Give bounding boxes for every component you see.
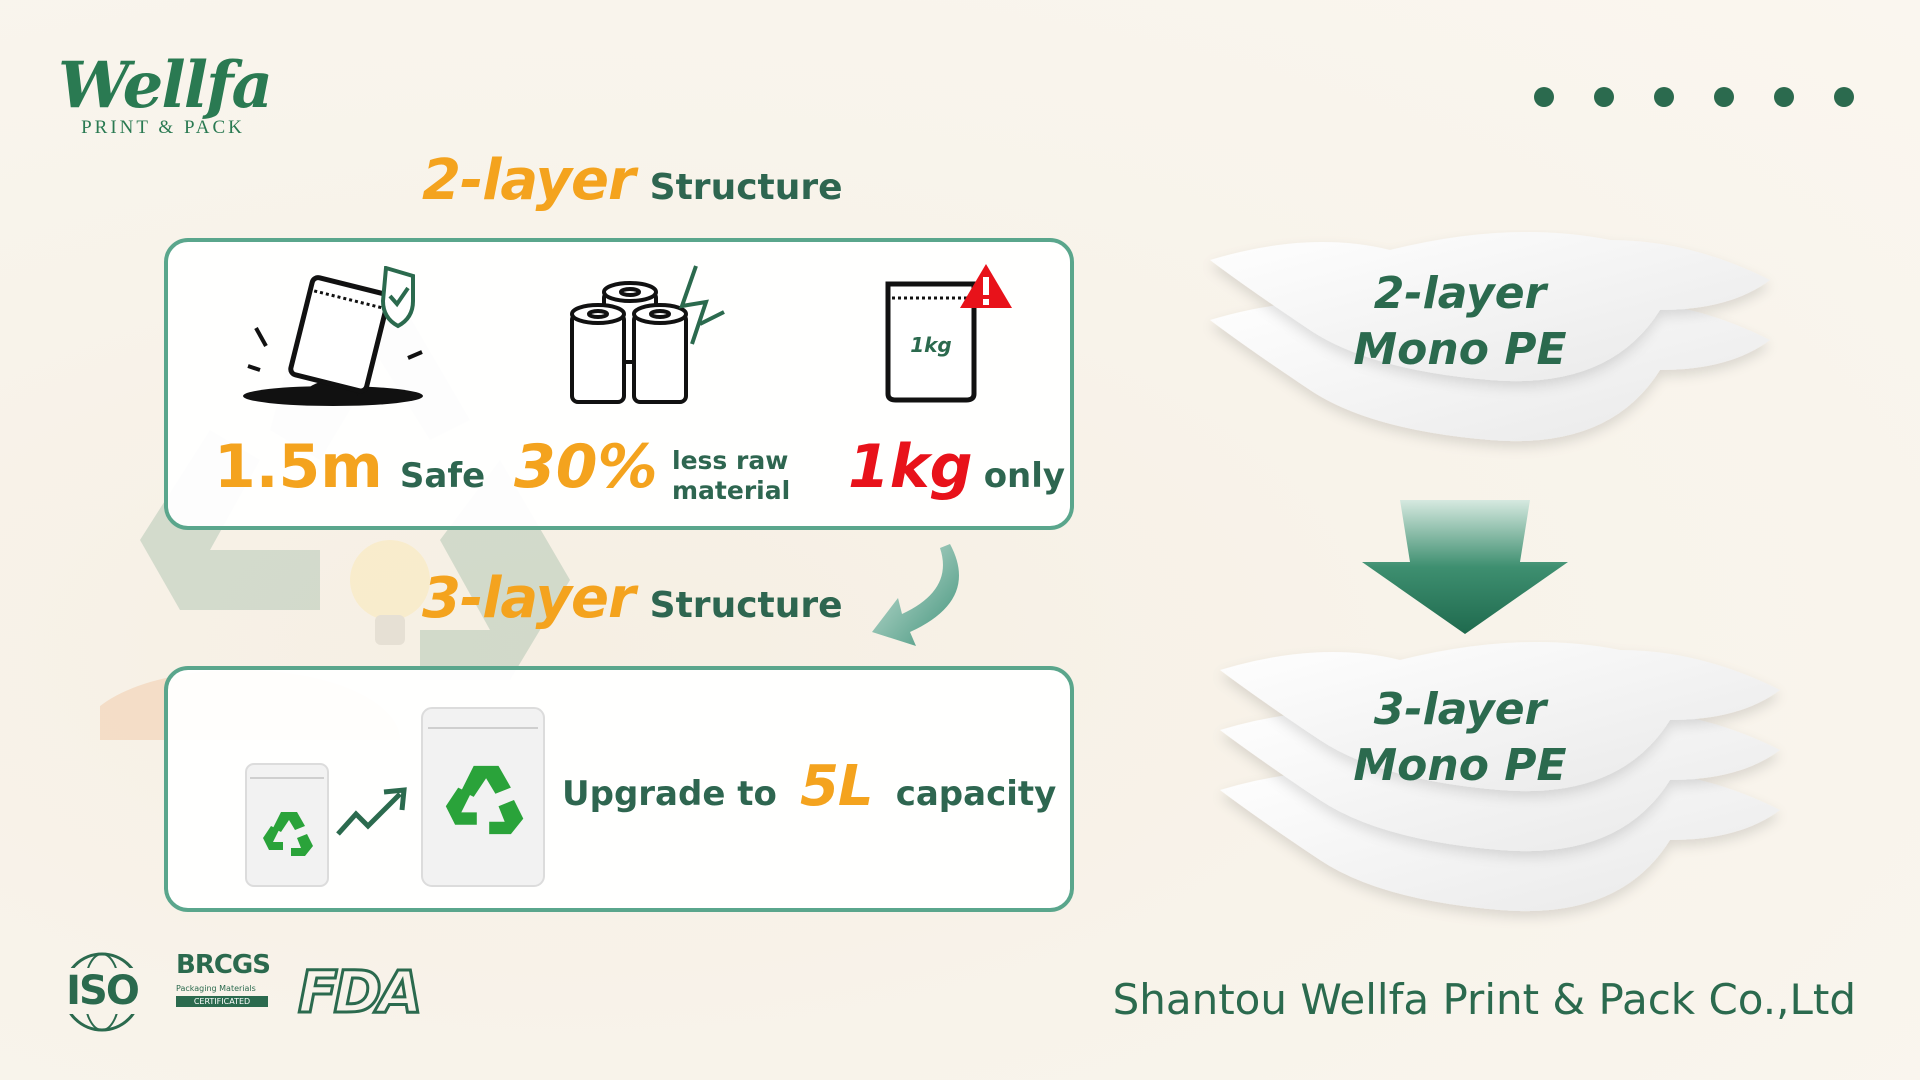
three-layer-panel: Upgrade to 5L capacity	[164, 666, 1074, 912]
three-layer-sheet-graphic	[1220, 642, 1780, 912]
stat-material-label: less raw material	[672, 446, 790, 506]
pagination-dot[interactable]	[1834, 87, 1854, 107]
brcgs-logo: BRCGS Packaging Materials CERTIFICATED	[176, 950, 271, 1007]
material-rolls-icon	[570, 265, 725, 404]
two-layer-label-line1: 2-layer	[1373, 268, 1547, 319]
two-layer-mono-pe-label: 2-layer Mono PE	[1300, 266, 1620, 378]
stat-material-label-2: material	[672, 476, 791, 505]
two-layer-heading-big: 2-layer	[422, 148, 636, 213]
upgrade-label: Upgrade to	[562, 774, 777, 814]
upgrade-text: Upgrade to 5L capacity	[562, 754, 1056, 819]
large-recycle-pouch-icon	[421, 707, 545, 887]
warning-bag-text: 1kg	[910, 333, 952, 357]
brcgs-sub2: CERTIFICATED	[176, 996, 268, 1007]
upgrade-value: 5L	[799, 754, 874, 819]
stat-material-label-1: less raw	[672, 446, 789, 475]
small-recycle-pouch-icon	[245, 763, 329, 887]
three-layer-heading-big: 3-layer	[422, 566, 636, 631]
brand-tagline: PRINT & PACK	[81, 117, 245, 138]
two-layer-sheet-graphic	[1210, 232, 1770, 442]
three-layer-heading: 3-layer Structure	[422, 566, 843, 631]
curved-arrow-icon	[872, 544, 959, 646]
pagination-dot[interactable]	[1654, 87, 1674, 107]
two-layer-heading-small: Structure	[649, 167, 843, 208]
three-layer-heading-small: Structure	[649, 585, 843, 626]
iso-logo: ISO	[54, 950, 150, 1034]
stat-weight: 1kg only	[848, 432, 1065, 502]
pagination-dot[interactable]	[1594, 87, 1614, 107]
brand-logo: Wellfa PRINT & PACK	[58, 48, 273, 139]
three-layer-mono-pe-label: 3-layer Mono PE	[1300, 682, 1620, 794]
pagination-dot[interactable]	[1714, 87, 1734, 107]
stat-weight-label: only	[983, 456, 1066, 496]
brcgs-sub1: Packaging Materials	[176, 984, 256, 993]
stat-drop-value: 1.5m	[214, 432, 383, 502]
fda-logo: FDA	[297, 957, 425, 1028]
pagination-dot[interactable]	[1774, 87, 1794, 107]
three-layer-label-line1: 3-layer	[1373, 684, 1547, 735]
stat-material-value: 30%	[514, 432, 658, 502]
brand-name: Wellfa	[58, 48, 273, 123]
stat-drop-label: Safe	[399, 456, 486, 496]
warning-bag-icon: 1kg	[885, 264, 1012, 403]
drop-test-bag-icon	[243, 266, 423, 406]
stat-weight-value: 1kg	[848, 432, 973, 502]
stat-drop: 1.5m Safe	[214, 432, 485, 502]
two-layer-label-line2: Mono PE	[1353, 324, 1567, 375]
three-layer-label-line2: Mono PE	[1353, 740, 1567, 791]
down-arrow-icon	[1362, 500, 1568, 634]
growth-arrow-icon	[336, 787, 407, 836]
two-layer-panel: 1kg 1.5m Safe 30% less raw material 1kg …	[164, 238, 1074, 530]
brcgs-text: BRCGS	[176, 950, 271, 980]
iso-text: ISO	[54, 968, 150, 1014]
pagination-dot[interactable]	[1534, 87, 1554, 107]
two-layer-heading: 2-layer Structure	[422, 148, 843, 213]
upgrade-suffix: capacity	[895, 774, 1057, 814]
stat-material: 30%	[514, 432, 658, 502]
company-name: Shantou Wellfa Print & Pack Co.,Ltd	[1112, 975, 1856, 1024]
